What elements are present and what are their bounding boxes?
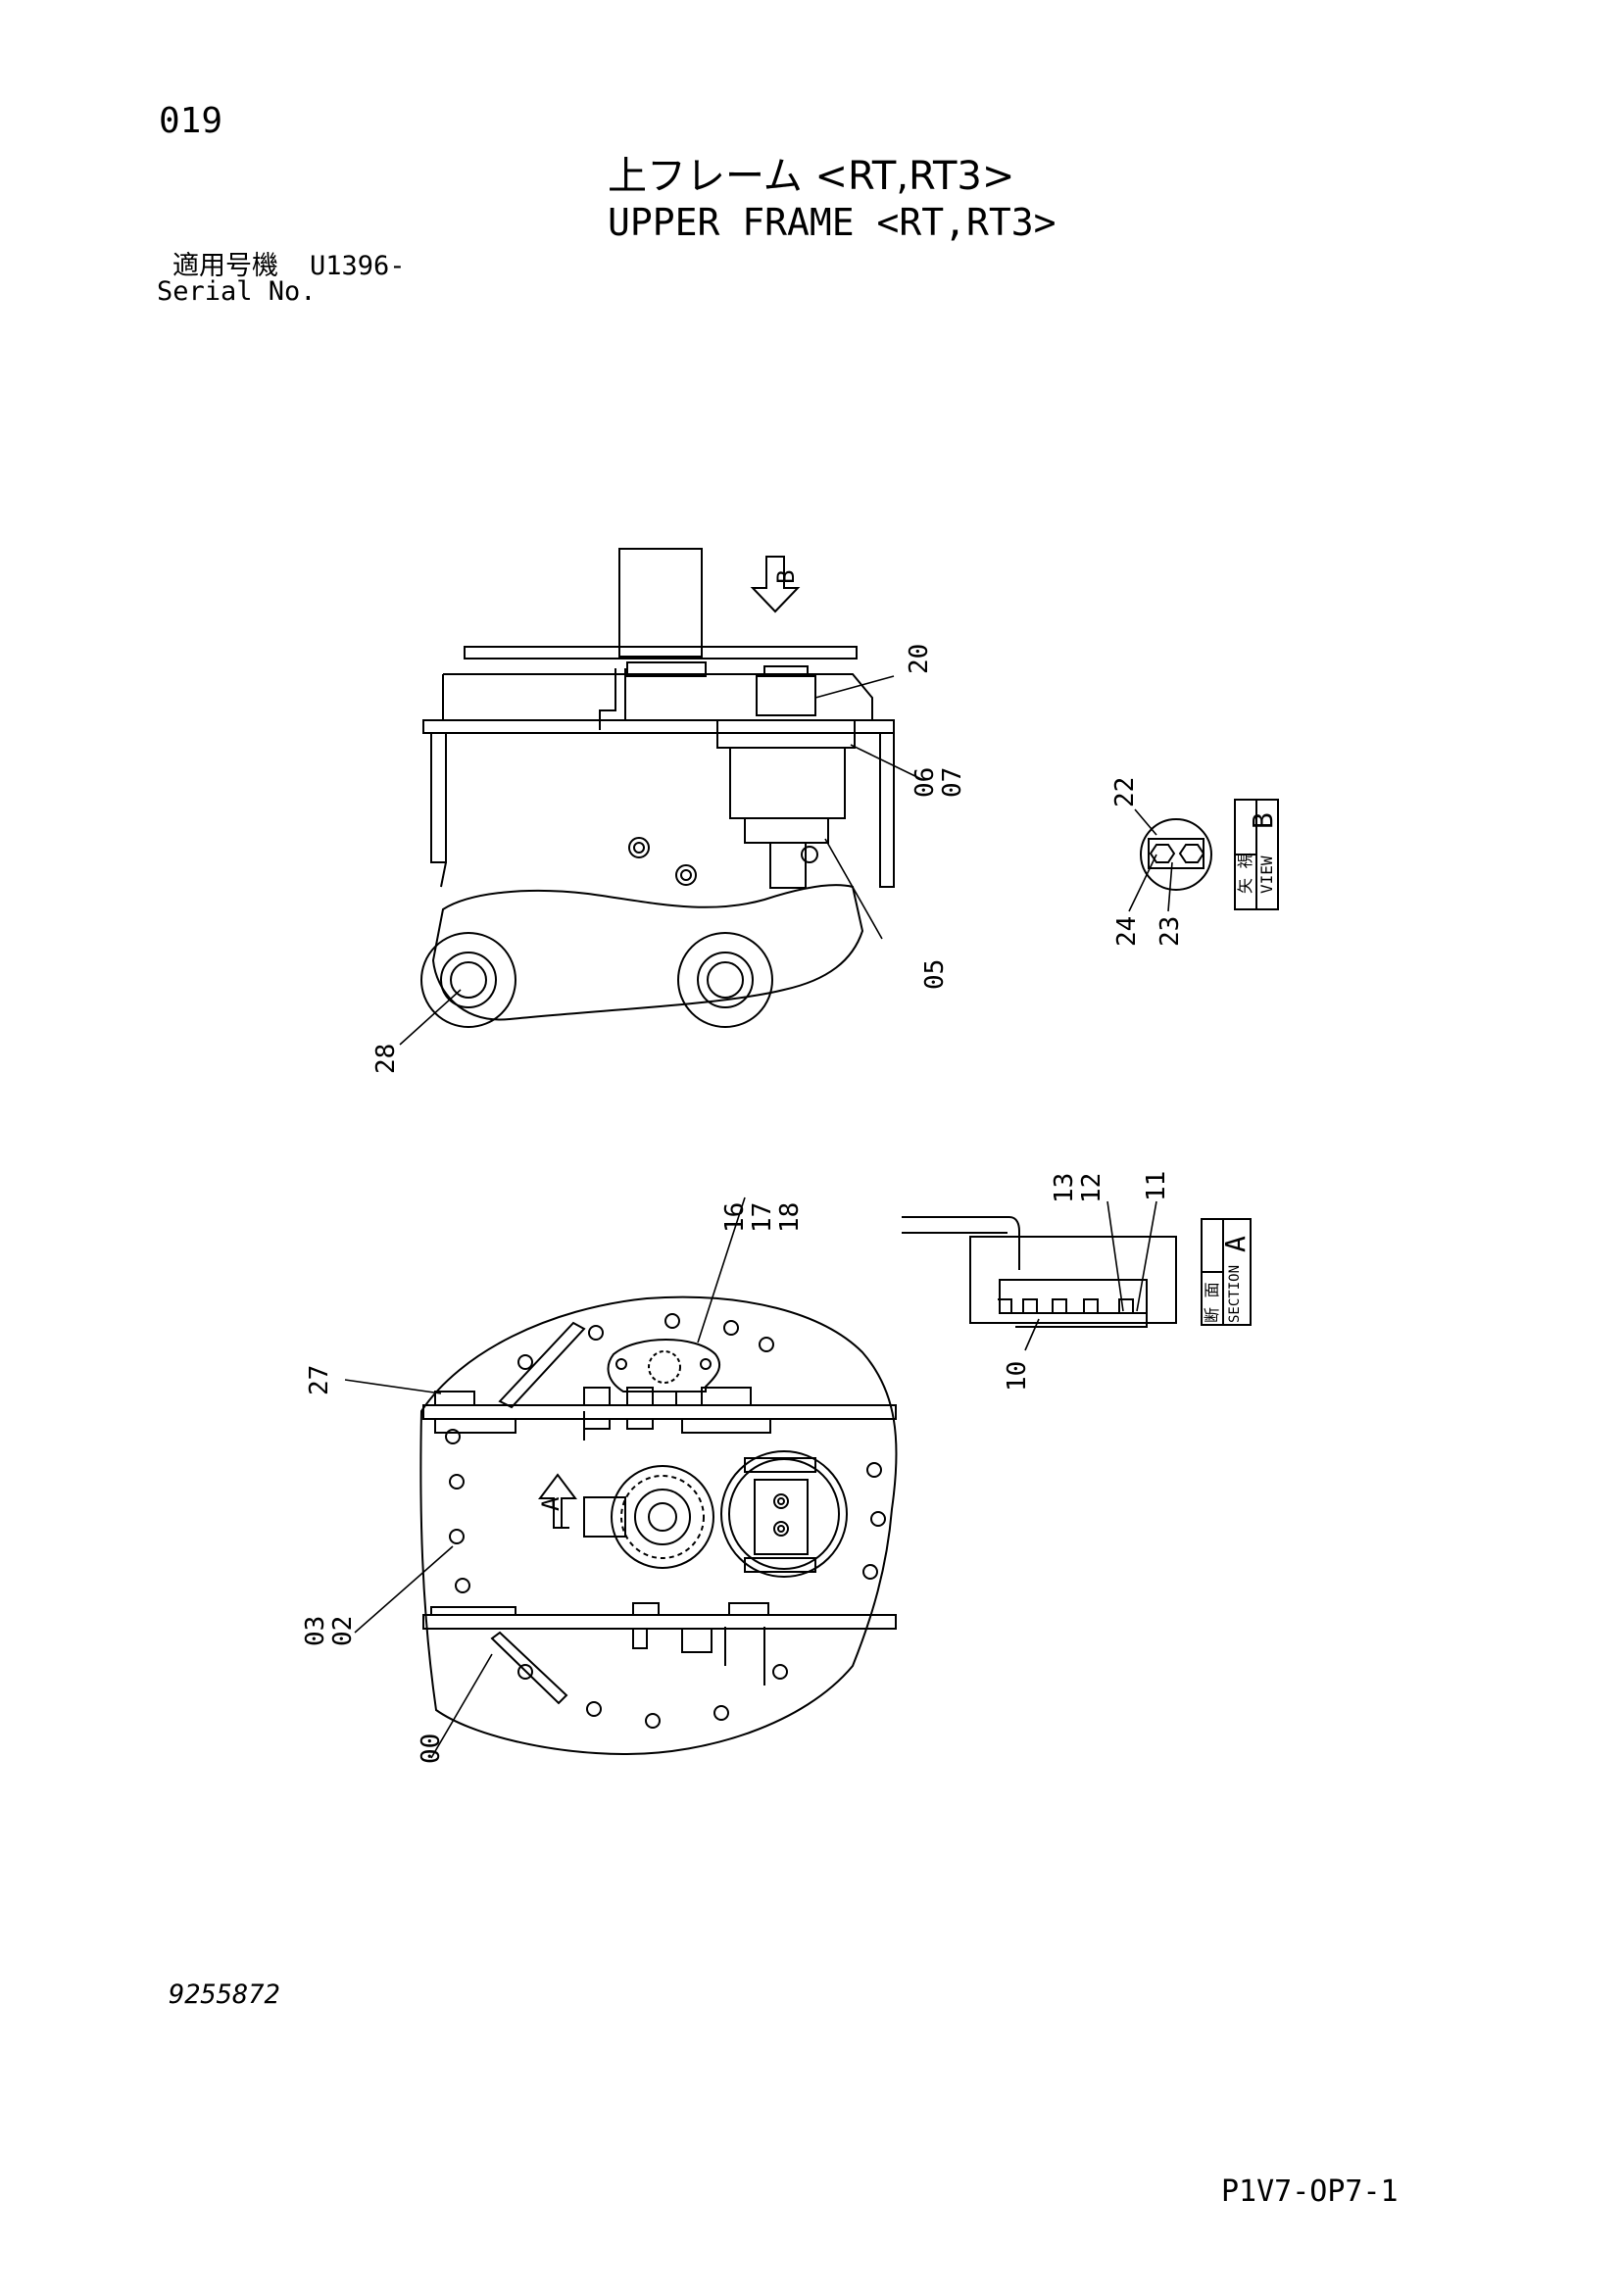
callout-02: 02	[328, 1616, 358, 1646]
callout-17: 17	[748, 1202, 777, 1233]
arrow-b-letter: B	[772, 570, 800, 584]
section-a-jp: 断 面	[1203, 1282, 1221, 1323]
callout-06: 06	[910, 767, 940, 798]
view-b-detail	[1128, 799, 1279, 912]
callout-24: 24	[1112, 916, 1142, 947]
view-b-letter: B	[1247, 812, 1279, 829]
view-b-en: VIEW	[1257, 855, 1276, 894]
drawing-number: 9255872	[169, 1979, 280, 2010]
callout-03: 03	[301, 1616, 330, 1646]
plan-view-drawing	[419, 1295, 898, 1756]
callout-11: 11	[1142, 1171, 1171, 1201]
callout-18: 18	[775, 1202, 805, 1233]
serial-number-value: U1396-	[310, 251, 406, 281]
callout-00: 00	[417, 1734, 446, 1764]
callout-20: 20	[905, 644, 934, 674]
section-a-detail	[902, 1216, 1252, 1328]
callout-23: 23	[1155, 916, 1185, 947]
side-view-drawing	[420, 548, 895, 1028]
side-view-leaders	[399, 675, 922, 1046]
page-title-en: UPPER FRAME <RT,RT3>	[608, 201, 1057, 244]
callout-27: 27	[305, 1365, 334, 1395]
view-b-jp: 矢 視	[1236, 853, 1254, 894]
callout-12: 12	[1077, 1173, 1106, 1203]
section-a-letter: A	[1219, 1236, 1252, 1252]
section-a-en: SECTION	[1227, 1265, 1243, 1323]
arrow-a-letter: A	[537, 1496, 565, 1511]
callout-28: 28	[371, 1044, 401, 1074]
callout-22: 22	[1110, 777, 1140, 807]
callout-13: 13	[1050, 1173, 1079, 1203]
callout-05: 05	[920, 959, 950, 990]
callout-07: 07	[938, 767, 967, 798]
page-number: 019	[159, 101, 223, 141]
callout-16: 16	[720, 1202, 750, 1233]
serial-label-en: Serial No.	[157, 276, 317, 307]
callout-10: 10	[1003, 1361, 1032, 1392]
section-a-leaders	[1024, 1200, 1157, 1351]
sheet-code: P1V7-OP7-1	[1221, 2174, 1399, 2209]
page-title-jp: 上フレーム <RT,RT3>	[608, 154, 1015, 199]
plan-view-leaders	[344, 1197, 746, 1759]
serial-label-jp: 適用号機	[172, 251, 278, 281]
